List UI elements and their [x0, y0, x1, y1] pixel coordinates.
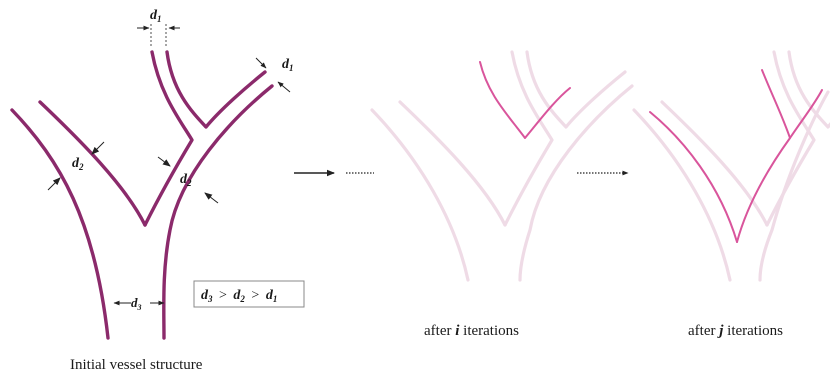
grown-left-branch: [649, 111, 738, 243]
d1-top-label: d1: [150, 8, 162, 24]
caption-after-j: after j iterations: [688, 323, 783, 339]
faded-outer-left-wall: [632, 108, 732, 282]
d2-right-arrow-lower: [204, 192, 219, 204]
vessel-outer-left-wall: [10, 108, 110, 340]
grown-top-branch: [479, 61, 571, 139]
d2-left-arrow-lower: [47, 177, 61, 191]
diameter-annotations: d1 d1 d2 d2 d3 d3 > d2 > d1: [47, 8, 305, 312]
faded-inner-left-wall: [660, 100, 769, 227]
faded-outer-right-wall: [758, 90, 830, 282]
d2-right-arrow-upper: [157, 156, 171, 167]
faded-top-inner-wall: [525, 50, 627, 129]
caption-after-i: after i iterations: [424, 323, 519, 339]
faded-top-inner-wall: [787, 50, 830, 129]
grown-top-right-branch: [789, 89, 823, 139]
diameter-relation-box: [193, 280, 305, 308]
caption-initial: Initial vessel structure: [70, 357, 203, 373]
diameter-relation-text: d3 > d2 > d1: [201, 288, 277, 306]
faded-outer-left-wall: [370, 108, 470, 282]
vessel-after-j-iterations: [632, 50, 830, 282]
d1-right-arrow-upper: [255, 57, 267, 69]
vessel-top-inner-wall: [165, 50, 267, 129]
vessel-after-i-iterations: [370, 50, 634, 282]
d1-right-arrow-lower: [277, 81, 291, 93]
faded-inner-middle-wall: [503, 50, 554, 227]
vessel-inner-left-wall: [38, 100, 147, 227]
d2-right-label: d2: [180, 172, 192, 188]
d3-label: d3: [131, 295, 142, 312]
faded-outer-right-wall: [518, 84, 634, 282]
vessel-inner-middle-wall: [143, 50, 194, 227]
faded-inner-left-wall: [398, 100, 507, 227]
d2-left-label: d2: [72, 156, 84, 172]
d2-left-arrow-upper: [91, 141, 105, 155]
d1-right-label: d1: [282, 57, 294, 73]
